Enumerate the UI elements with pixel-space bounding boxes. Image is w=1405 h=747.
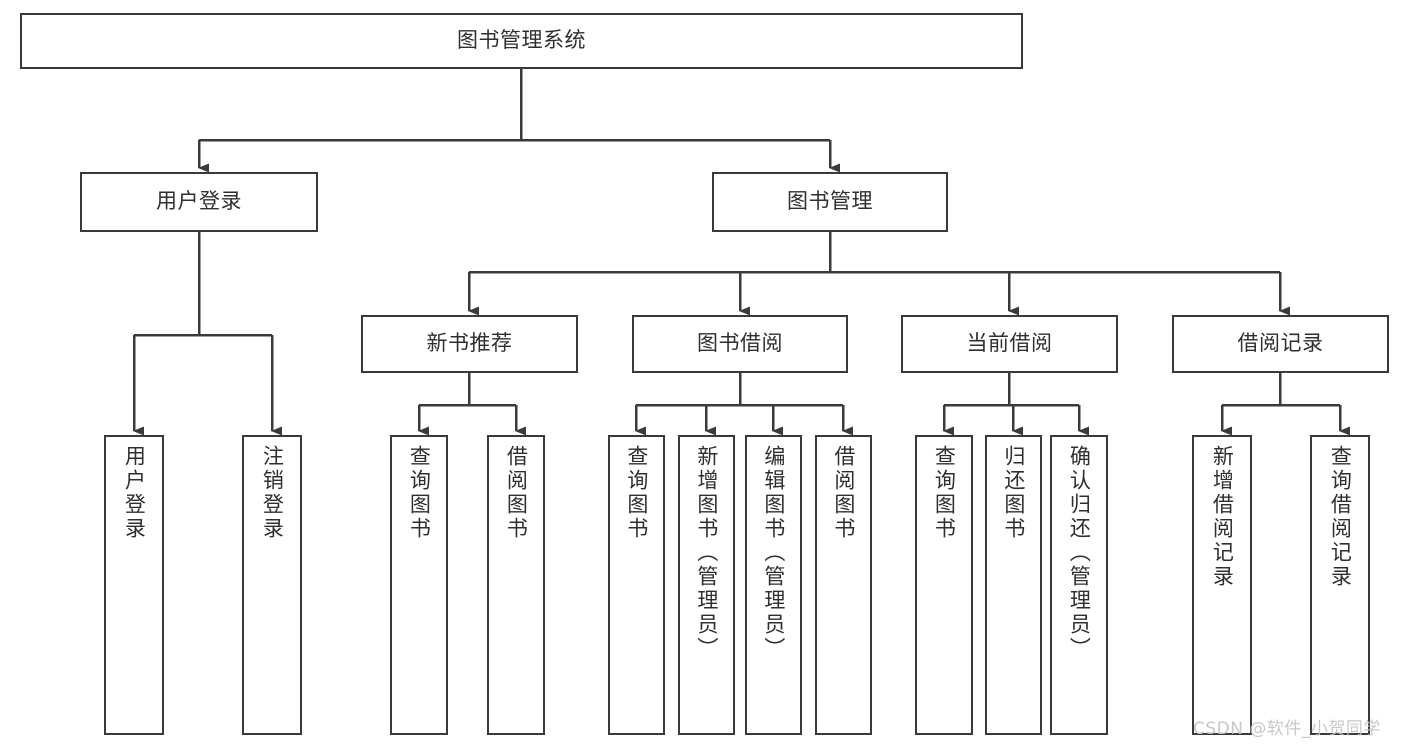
node-book-manage[interactable]: 图书管理 [712, 172, 948, 232]
node-leaf-return-book-label: 归还图书 [1001, 445, 1026, 541]
node-leaf-add-record-label: 新增借阅记录 [1210, 445, 1235, 589]
node-borrow-record[interactable]: 借阅记录 [1172, 315, 1389, 373]
node-current-borrow-label: 当前借阅 [966, 331, 1053, 356]
node-leaf-add-record[interactable]: 新增借阅记录 [1192, 435, 1252, 735]
node-leaf-add-book[interactable]: 新增图书（管理员） [678, 435, 735, 735]
node-leaf-user-logout-label: 注销登录 [260, 445, 285, 541]
node-book-borrow[interactable]: 图书借阅 [632, 315, 848, 373]
node-leaf-edit-book[interactable]: 编辑图书（管理员） [745, 435, 802, 735]
node-leaf-user-login[interactable]: 用户登录 [104, 435, 164, 735]
node-leaf-query-book-3-label: 查询图书 [932, 445, 957, 541]
node-new-book-rec-label: 新书推荐 [426, 331, 513, 356]
watermark: CSDN @软件_小贺同学 [1193, 719, 1381, 739]
node-leaf-query-book-2-label: 查询图书 [624, 445, 649, 541]
node-leaf-user-logout[interactable]: 注销登录 [242, 435, 302, 735]
node-leaf-query-book-2[interactable]: 查询图书 [608, 435, 665, 735]
node-root-label: 图书管理系统 [457, 28, 586, 53]
node-leaf-borrow-book-1-label: 借阅图书 [504, 445, 529, 541]
node-leaf-add-book-label: 新增图书（管理员） [694, 445, 719, 661]
node-borrow-record-label: 借阅记录 [1237, 331, 1324, 356]
node-leaf-return-book[interactable]: 归还图书 [985, 435, 1042, 735]
node-new-book-rec[interactable]: 新书推荐 [361, 315, 578, 373]
node-current-borrow[interactable]: 当前借阅 [901, 315, 1118, 373]
node-user-login[interactable]: 用户登录 [80, 172, 318, 232]
node-leaf-user-login-label: 用户登录 [122, 445, 147, 541]
node-leaf-borrow-book-2[interactable]: 借阅图书 [815, 435, 872, 735]
node-leaf-query-book-1[interactable]: 查询图书 [390, 435, 448, 735]
node-leaf-edit-book-label: 编辑图书（管理员） [761, 445, 786, 661]
node-leaf-confirm-return-label: 确认归还（管理员） [1067, 445, 1092, 661]
node-leaf-borrow-book-2-label: 借阅图书 [831, 445, 856, 541]
node-leaf-query-book-3[interactable]: 查询图书 [915, 435, 973, 735]
node-book-borrow-label: 图书借阅 [697, 331, 783, 356]
node-leaf-confirm-return[interactable]: 确认归还（管理员） [1050, 435, 1108, 735]
node-leaf-query-record[interactable]: 查询借阅记录 [1310, 435, 1370, 735]
node-leaf-query-book-1-label: 查询图书 [407, 445, 432, 541]
node-leaf-query-record-label: 查询借阅记录 [1328, 445, 1353, 589]
node-book-manage-label: 图书管理 [787, 189, 873, 214]
node-root[interactable]: 图书管理系统 [20, 13, 1023, 69]
node-user-login-label: 用户登录 [156, 189, 242, 214]
node-leaf-borrow-book-1[interactable]: 借阅图书 [487, 435, 545, 735]
